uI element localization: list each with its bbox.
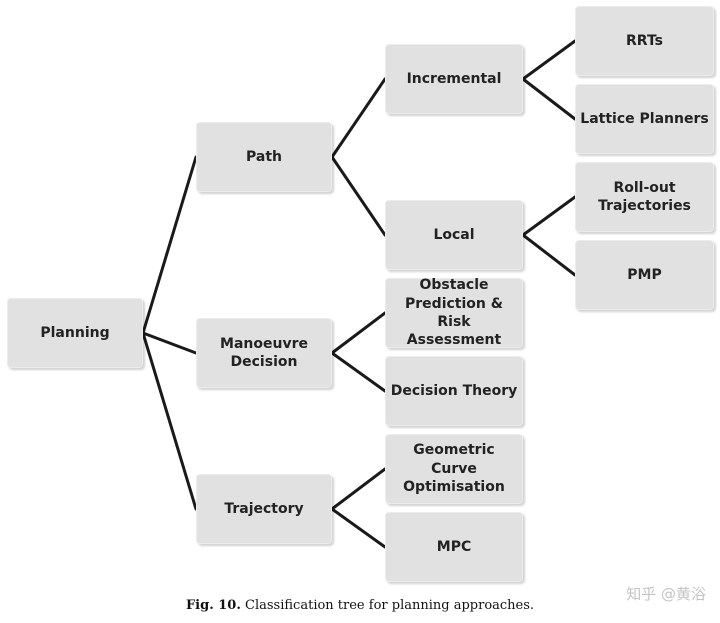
edge-local-rollout — [521, 195, 577, 237]
tree-edges — [141, 39, 577, 549]
node-obstacle-prediction-label: Obstacle Prediction & Risk Assessment — [405, 277, 503, 349]
edge-incremental-lattice — [521, 77, 577, 121]
node-incremental-label: Incremental — [406, 70, 502, 87]
node-incremental: Incremental — [385, 44, 523, 114]
node-lattice-planners-label: Lattice Planners — [580, 110, 709, 127]
node-geometric-curve: Geometric Curve Optimisation — [385, 434, 523, 504]
edge-incremental-rrts — [521, 39, 577, 81]
watermark: 知乎 @黄浴 — [626, 585, 706, 603]
node-pmp: PMP — [575, 240, 714, 310]
node-local-label: Local — [433, 226, 475, 243]
classification-tree: Planning Path Manoeuvre Decision Traject… — [7, 6, 714, 582]
edge-manoeuvre-decision_theory — [330, 351, 387, 393]
figure-caption: Fig. 10. Classification tree for plannin… — [0, 598, 720, 613]
node-mpc: MPC — [385, 512, 523, 582]
edge-planning-manoeuvre — [141, 331, 198, 355]
node-manoeuvre-decision: Manoeuvre Decision — [196, 318, 332, 388]
figure-caption-text: Classification tree for planning approac… — [245, 598, 535, 613]
node-rrts-label: RRTs — [626, 32, 663, 49]
node-planning: Planning — [7, 298, 143, 368]
edge-planning-trajectory — [141, 331, 198, 511]
node-rollout-trajectories: Roll-out Trajectories — [575, 162, 714, 232]
node-mpc-label: MPC — [436, 538, 472, 555]
node-decision-theory: Decision Theory — [385, 356, 523, 426]
node-local: Local — [385, 200, 523, 270]
node-rrts: RRTs — [575, 6, 714, 76]
node-lattice-planners: Lattice Planners — [575, 84, 714, 154]
edge-planning-path — [141, 155, 198, 335]
edge-manoeuvre-obstacle — [330, 311, 387, 355]
node-path-label: Path — [246, 148, 282, 165]
figure-number: Fig. 10. — [185, 598, 241, 613]
node-geometric-curve-label: Geometric Curve Optimisation — [403, 442, 505, 496]
node-pmp-label: PMP — [627, 266, 662, 283]
node-planning-label: Planning — [40, 324, 110, 341]
edge-trajectory-mpc — [330, 507, 387, 549]
edge-trajectory-geometric — [330, 467, 387, 511]
edge-local-pmp — [521, 233, 577, 277]
node-obstacle-prediction: Obstacle Prediction & Risk Assessment — [385, 277, 523, 349]
node-decision-theory-label: Decision Theory — [390, 382, 518, 399]
edge-path-local — [330, 155, 387, 237]
node-manoeuvre-decision-label: Manoeuvre Decision — [220, 335, 308, 370]
node-rollout-trajectories-label: Roll-out Trajectories — [598, 179, 691, 214]
edge-path-incremental — [330, 77, 387, 159]
node-trajectory-label: Trajectory — [224, 500, 304, 517]
node-trajectory: Trajectory — [196, 474, 332, 544]
node-path: Path — [196, 122, 332, 192]
